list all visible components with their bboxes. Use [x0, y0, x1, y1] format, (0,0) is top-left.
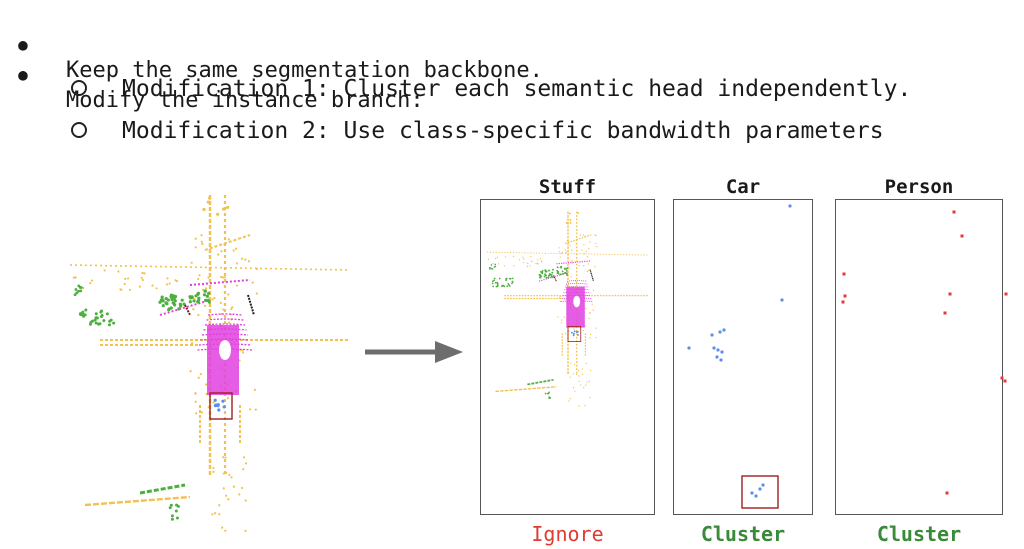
right-arrow-icon [365, 341, 463, 363]
sub-bullet-circle-icon [71, 122, 87, 138]
panel-title-person: Person [884, 176, 954, 198]
bullet-text: Modify the instance branch: [66, 88, 424, 113]
caption-ignore: Ignore [531, 522, 604, 546]
panel-title-car: Car [725, 176, 761, 198]
panel-title-stuff: Stuff [538, 176, 597, 198]
person-panel [835, 199, 1008, 515]
bullet-item: ● Keep the same segmentation backbone. [8, 6, 1008, 84]
bullet-dot-icon: ● [18, 35, 28, 54]
car-point-cloud [687, 204, 792, 509]
car-panel [673, 199, 813, 515]
sub-bullet-text: Modification 2: Use class-specific bandw… [122, 118, 884, 144]
bullet-text: Keep the same segmentation backbone. [66, 58, 543, 83]
sub-bullet-text: Modification 1: Cluster each semantic he… [122, 76, 912, 102]
input-point-cloud [69, 195, 351, 532]
stuff-point-cloud [486, 211, 650, 407]
caption-cluster-person: Cluster [876, 522, 962, 546]
sub-bullet-circle-icon [71, 80, 87, 96]
caption-cluster-car: Cluster [700, 522, 786, 546]
person-point-cloud [841, 210, 1008, 495]
bullet-dot-icon: ● [18, 65, 28, 84]
bullet-item: ● Modify the instance branch: [8, 36, 1008, 114]
stuff-panel [480, 199, 655, 515]
